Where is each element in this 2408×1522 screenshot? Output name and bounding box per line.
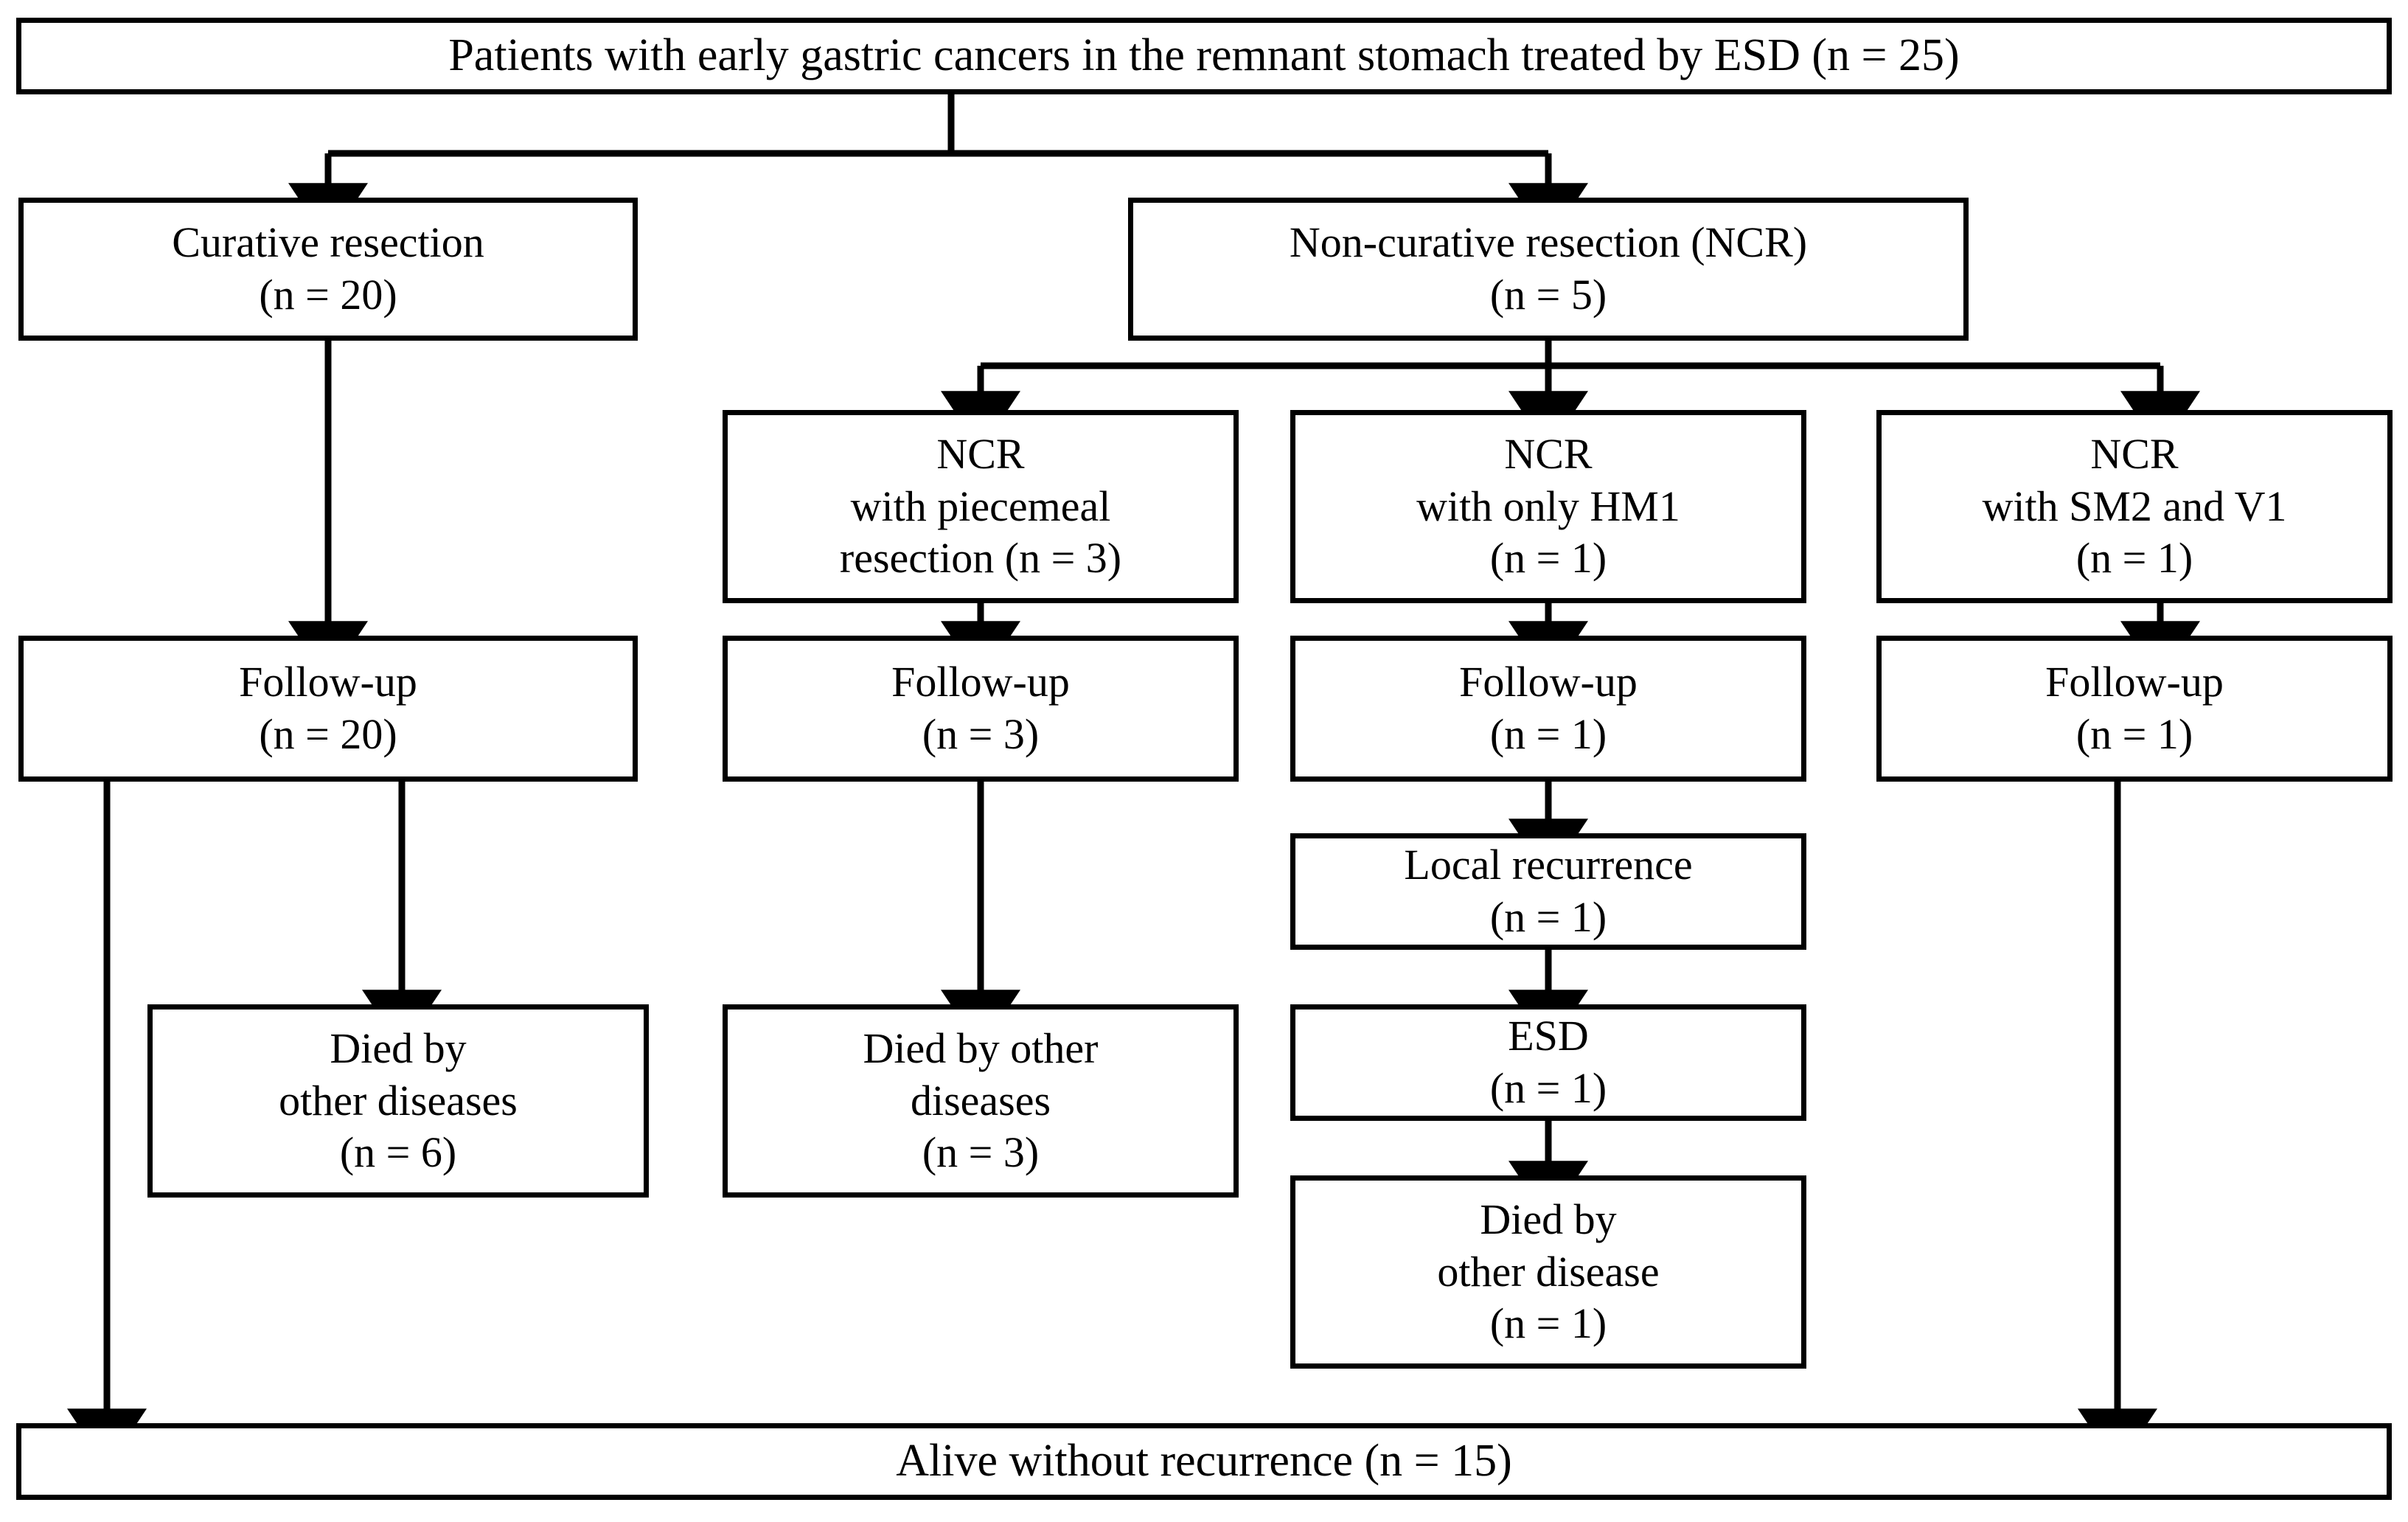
node-noncurative-resection: Non-curative resection (NCR) (n = 5) <box>1128 198 1969 341</box>
node-curative-resection: Curative resection (n = 20) <box>18 198 638 341</box>
node-line: Died by <box>330 1024 467 1072</box>
node-line: ESD <box>1508 1012 1589 1060</box>
node-line: (n = 1) <box>2075 534 2193 583</box>
node-line: Follow-up <box>1459 658 1638 706</box>
node-line: Follow-up <box>239 658 417 706</box>
node-line: (n = 3) <box>922 1128 1040 1177</box>
node-esd: ESD (n = 1) <box>1290 1004 1806 1121</box>
node-died-other-diseases-6: Died by other diseases (n = 6) <box>147 1004 649 1198</box>
node-line: (n = 1) <box>2075 710 2193 758</box>
node-line: Follow-up <box>891 658 1070 706</box>
node-line: (n = 5) <box>1489 271 1607 319</box>
node-ncr-sm2-v1: NCR with SM2 and V1 (n = 1) <box>1876 410 2393 603</box>
node-line: Follow-up <box>2045 658 2224 706</box>
node-ncr-hm1: NCR with only HM1 (n = 1) <box>1290 410 1806 603</box>
node-line: with piecemeal <box>850 482 1111 530</box>
node-line: with only HM1 <box>1416 482 1680 530</box>
node-line: resection (n = 3) <box>839 534 1122 583</box>
node-line: (n = 3) <box>922 710 1040 758</box>
node-title-cohort: Patients with early gastric cancers in t… <box>16 18 2392 94</box>
node-line: (n = 20) <box>259 710 397 758</box>
node-ncr-piecemeal: NCR with piecemeal resection (n = 3) <box>723 410 1239 603</box>
node-followup-1-sm2v1: Follow-up (n = 1) <box>1876 636 2393 782</box>
node-died-other-diseases-3: Died by other diseases (n = 3) <box>723 1004 1239 1198</box>
node-line: Died by <box>1480 1195 1617 1243</box>
node-followup-1-hm1: Follow-up (n = 1) <box>1290 636 1806 782</box>
node-line: Non-curative resection (NCR) <box>1289 218 1808 267</box>
node-alive-without-recurrence: Alive without recurrence (n = 15) <box>16 1423 2392 1500</box>
node-died-other-disease-1: Died by other disease (n = 1) <box>1290 1175 1806 1369</box>
node-line: (n = 20) <box>259 271 397 319</box>
node-line: Alive without recurrence (n = 15) <box>896 1436 1512 1487</box>
node-line: (n = 1) <box>1489 893 1607 941</box>
node-line: (n = 1) <box>1489 1064 1607 1112</box>
node-line: (n = 1) <box>1489 1299 1607 1348</box>
node-line: (n = 6) <box>339 1128 457 1177</box>
node-line: other disease <box>1437 1247 1660 1296</box>
node-line: diseases <box>910 1076 1051 1125</box>
node-line: Died by other <box>863 1024 1099 1072</box>
node-line: NCR <box>2090 429 2179 478</box>
node-followup-3: Follow-up (n = 3) <box>723 636 1239 782</box>
node-followup-20: Follow-up (n = 20) <box>18 636 638 782</box>
node-line: with SM2 and V1 <box>1982 482 2287 530</box>
node-line: Patients with early gastric cancers in t… <box>448 30 1960 81</box>
node-line: Local recurrence <box>1404 841 1693 889</box>
node-line: NCR <box>936 429 1025 478</box>
node-line: (n = 1) <box>1489 534 1607 583</box>
node-line: Curative resection <box>172 218 484 267</box>
node-line: NCR <box>1504 429 1593 478</box>
node-local-recurrence: Local recurrence (n = 1) <box>1290 833 1806 950</box>
node-line: other diseases <box>279 1076 518 1125</box>
node-line: (n = 1) <box>1489 710 1607 758</box>
